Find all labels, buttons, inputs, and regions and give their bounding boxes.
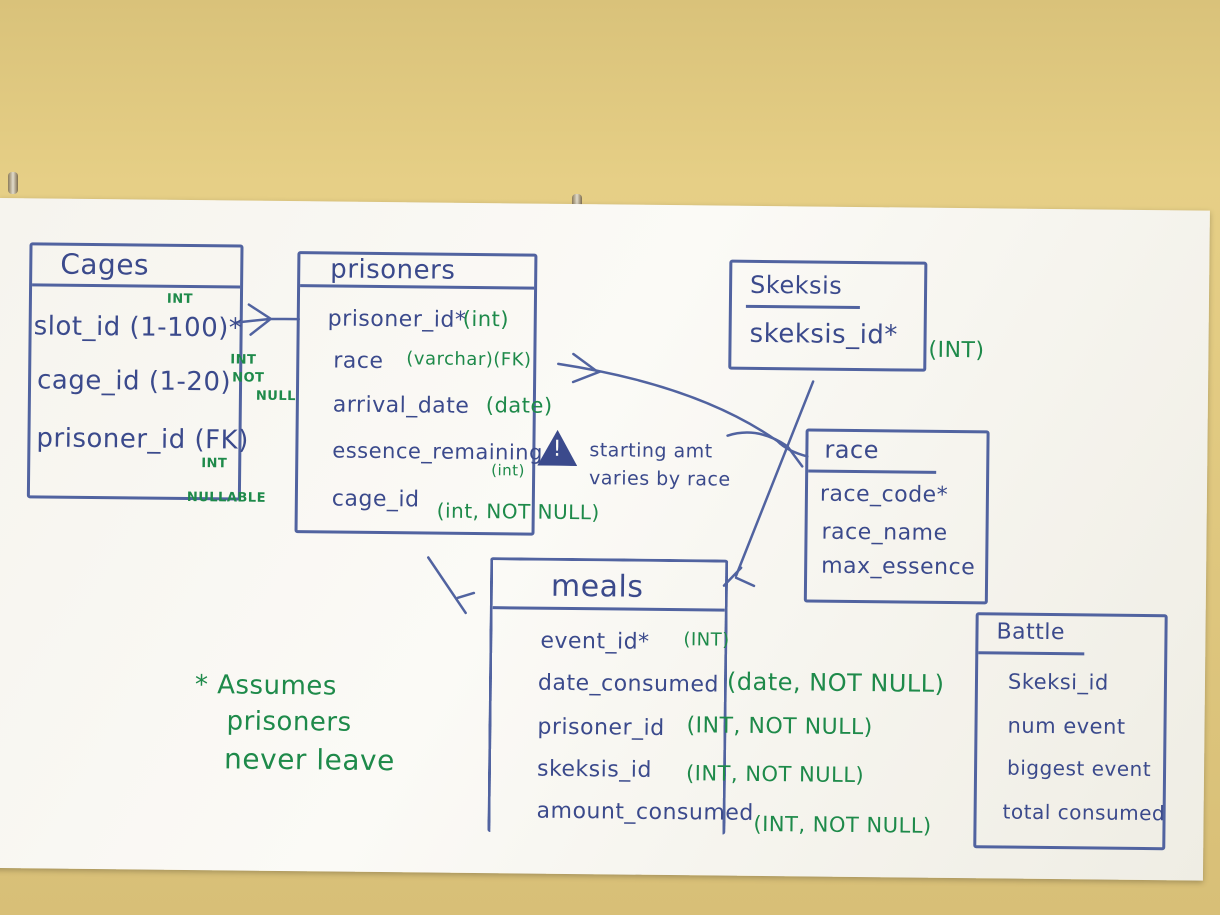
- edge-skeksis-meals: [734, 380, 815, 577]
- meals-type-date-consumed: (date, NOT NULL): [726, 667, 945, 698]
- edge-cages-prisoners: [235, 303, 300, 336]
- prisoners-field-cage-id: cage_id: [331, 486, 420, 513]
- battle-table: Battle Skeksi_id num event biggest event…: [973, 612, 1168, 851]
- cages-annot-nullable: NULLABLE: [186, 489, 267, 506]
- cages-field-slot-id: slot_id (1-100)*: [33, 311, 243, 344]
- cages-field-cage-id: cage_id (1-20): [36, 365, 232, 398]
- edge-meals-crowfoot: [722, 566, 756, 588]
- prisoners-field-prisoner-id: prisoner_id*: [327, 306, 467, 333]
- assumption-note-line-3: never leave: [223, 742, 395, 778]
- prisoners-title: prisoners: [330, 254, 456, 286]
- battle-field-total-consumed: total consumed: [1002, 799, 1166, 826]
- prisoners-type-race: (varchar)(FK): [406, 348, 532, 371]
- assumption-note-line-1: * Assumes: [194, 670, 338, 702]
- skeksis-table: Skeksis skeksis_id*: [728, 259, 928, 372]
- hook-left: [8, 172, 18, 194]
- meals-type-skeksis-id: (INT, NOT NULL): [685, 761, 865, 788]
- prisoners-field-arrival-date: arrival_date: [332, 392, 470, 419]
- meals-type-event-id: (INT): [683, 629, 730, 651]
- meals-field-event-id: event_id*: [540, 628, 650, 655]
- prisoners-type-essence: (int): [491, 461, 526, 480]
- prisoners-type-prisoner-id: (int): [462, 306, 510, 332]
- battle-title: Battle: [996, 619, 1066, 646]
- race-field-max-essence: max_essence: [821, 553, 976, 581]
- race-field-code: race_code*: [819, 481, 949, 508]
- race-title: race: [824, 435, 880, 465]
- meals-title: meals: [550, 568, 644, 605]
- battle-field-num-event: num event: [1007, 713, 1126, 739]
- skeksis-title: Skeksis: [749, 270, 843, 300]
- skeksis-field-id: skeksis_id*: [749, 318, 899, 351]
- prisoners-type-cage-id: (int, NOT NULL): [436, 498, 600, 525]
- cages-title: Cages: [60, 247, 150, 282]
- meals-field-skeksis-id: skeksis_id: [536, 756, 652, 783]
- whiteboard: Cages slot_id (1-100)* cage_id (1-20) pr…: [0, 198, 1210, 881]
- skeksis-type-id: (INT): [928, 337, 985, 364]
- cages-annot-not: NOT: [232, 370, 265, 386]
- meals-field-prisoner-id: prisoner_id: [537, 714, 665, 741]
- race-table: race race_code* race_name max_essence: [803, 428, 990, 605]
- cages-field-prisoner-id: prisoner_id (FK): [36, 423, 249, 456]
- cages-annot-int-1: INT: [166, 291, 194, 308]
- meals-type-amount: (INT, NOT NULL): [753, 811, 932, 838]
- edge-prisoners-race-head: [571, 352, 601, 384]
- warning-text: starting amt varies by race: [588, 439, 731, 491]
- meals-field-amount: amount_consumed: [536, 798, 754, 826]
- cages-annot-null: NULL: [255, 388, 297, 405]
- cages-annot-int-3: INT: [201, 456, 228, 472]
- battle-field-biggest-event: biggest event: [1006, 755, 1152, 782]
- meals-table: meals event_id* date_consumed prisoner_i…: [487, 557, 754, 835]
- prisoners-field-race: race: [333, 348, 384, 375]
- race-field-name: race_name: [821, 519, 948, 546]
- edge-race-meals: [726, 431, 804, 468]
- cages-annot-int-2: INT: [230, 352, 257, 368]
- assumption-note-line-2: prisoners: [226, 706, 352, 738]
- prisoners-type-arrival-date: (date): [485, 393, 553, 418]
- relationship-lines: [235, 303, 815, 615]
- battle-field-skeksi-id: Skeksi_id: [1007, 669, 1109, 695]
- edge-prisoners-meals: [427, 556, 476, 615]
- meals-type-prisoner-id: (INT, NOT NULL): [686, 713, 873, 741]
- meals-field-date-consumed: date_consumed: [537, 670, 720, 698]
